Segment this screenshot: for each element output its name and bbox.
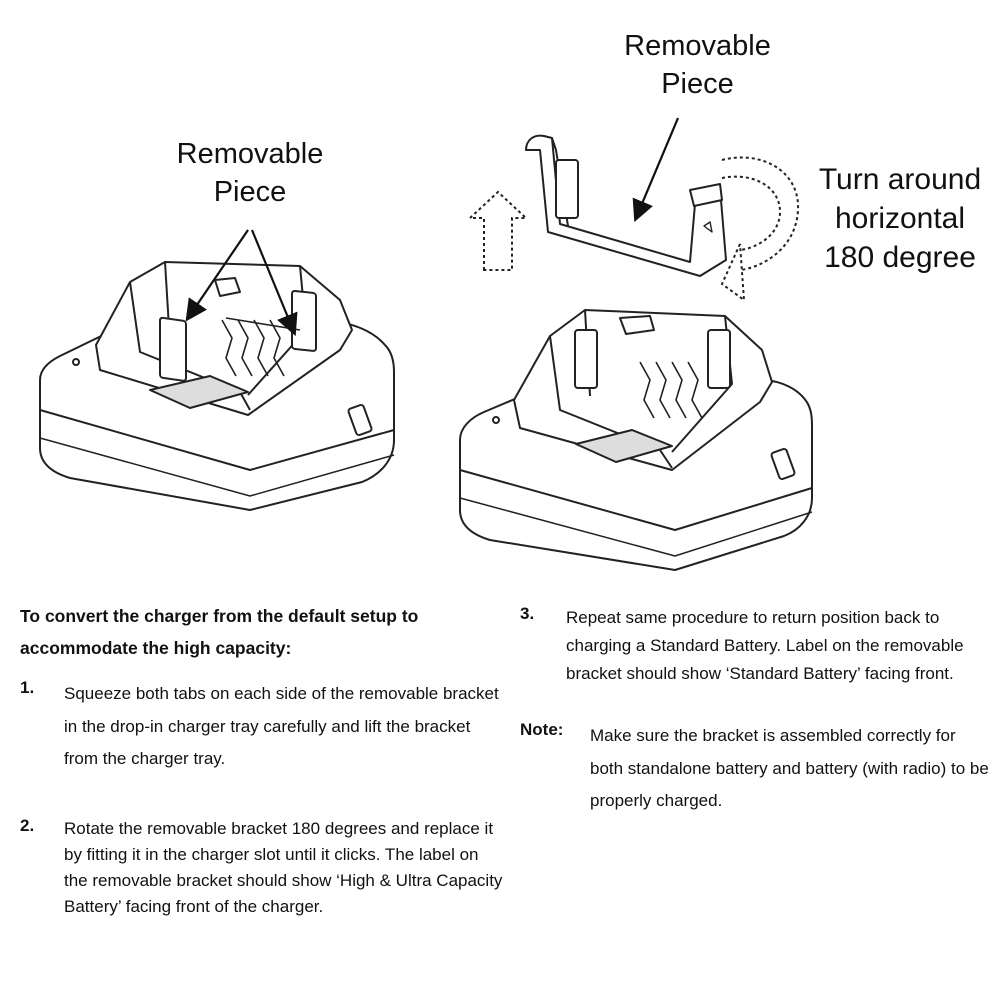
step-3-text: Repeat same procedure to return position… [566,608,964,683]
step-1-number: 1. [20,678,35,697]
right-charger-drawing [459,309,813,571]
step-2-number: 2. [20,816,35,835]
left-label-line-1: Removable [176,138,324,170]
left-removable-piece-label: Removable Piece [150,135,350,211]
right-removable-piece-label: Removable Piece [595,27,800,103]
left-label-line-2: Piece [213,176,287,208]
left-charger-drawing [39,261,395,511]
right-label-line-2: Piece [661,68,734,100]
left-callout-arrows [185,229,298,337]
step-2-text: Rotate the removable bracket 180 degrees… [64,819,503,916]
step-1-text: Squeeze both tabs on each side of the re… [64,684,499,768]
note-text: Make sure the bracket is assembled corre… [590,726,989,810]
note-label: Note: [520,720,564,739]
rotate-label-line-1: Turn around [818,163,982,196]
rotate-label-line-3: 180 degree [824,241,976,274]
rotate-arrow [720,156,800,303]
right-label-line-1: Removable [624,30,771,62]
charger-illustrations [39,117,813,571]
removable-bracket-drawing [525,134,727,277]
step-3-number: 3. [520,604,535,623]
rotate-instruction-label: Turn around horizontal 180 degree [800,160,1000,277]
lift-arrow [467,190,529,271]
right-callout-arrow [632,117,680,223]
rotate-label-line-2: horizontal [834,202,966,235]
instructions-heading: To convert the charger from the default … [20,606,419,658]
